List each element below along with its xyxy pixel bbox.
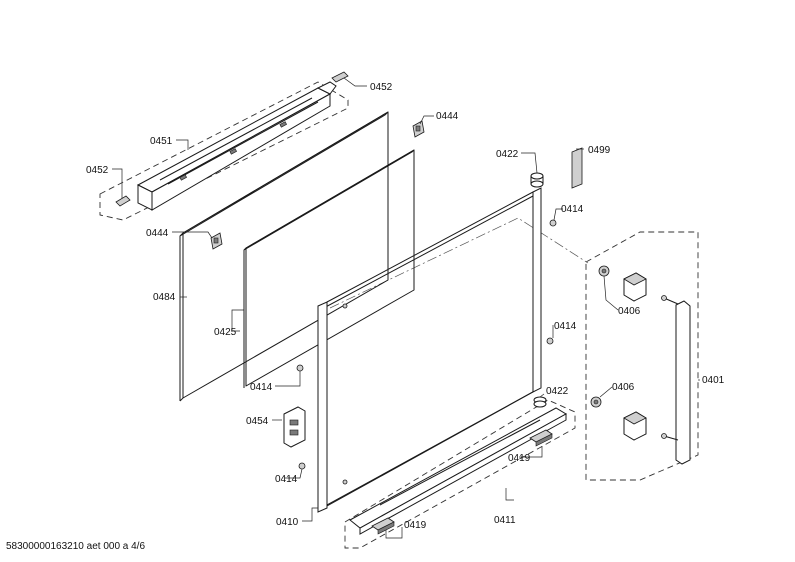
handle-mount-bottom — [623, 411, 647, 441]
callout-0414-mid-right: 0414 — [554, 321, 577, 332]
callout-0452-top: 0452 — [370, 82, 393, 93]
handle-group-outline — [585, 231, 699, 481]
bottom-trim-strip — [349, 407, 568, 535]
clip-0419-bottom — [371, 517, 395, 535]
spacer-0406-top — [598, 265, 610, 277]
glass-clip-right — [412, 120, 425, 138]
spacer-0406-bottom — [590, 396, 602, 408]
screw-mid-right — [546, 337, 554, 345]
callout-0419-right: 0419 — [508, 453, 531, 464]
hinge-top — [530, 172, 544, 188]
end-cap-top — [331, 71, 349, 83]
clip-0419-right — [529, 429, 553, 447]
callout-0414-top-right: 0414 — [561, 204, 584, 215]
door-handle — [661, 295, 691, 465]
top-strip-group-outline — [99, 81, 349, 221]
callout-0414-bottom: 0414 — [275, 474, 298, 485]
callout-0410: 0410 — [276, 517, 299, 528]
seal-strip — [571, 147, 583, 189]
handle-mount-top — [623, 272, 647, 302]
callout-0411: 0411 — [494, 515, 516, 526]
top-trim-strip — [136, 81, 337, 211]
callout-0454: 0454 — [246, 416, 269, 427]
callout-0444-left: 0444 — [146, 228, 169, 239]
bottom-strip-group-outline — [344, 399, 576, 549]
callout-0401: 0401 — [702, 375, 725, 386]
leader-lines — [112, 77, 700, 539]
callout-0452-left: 0452 — [86, 165, 109, 176]
hinge-bottom — [533, 396, 547, 408]
hinge-bracket — [283, 406, 306, 448]
screw-top-right — [549, 219, 557, 227]
glass-clip-left — [210, 232, 223, 250]
callout-0422-bottom: 0422 — [546, 386, 569, 397]
callout-0406-bottom: 0406 — [612, 382, 635, 393]
inner-glass-pane — [243, 149, 415, 388]
callout-0484: 0484 — [153, 292, 176, 303]
callout-0422-top: 0422 — [496, 149, 519, 160]
door-frame — [317, 187, 542, 513]
callout-0419-bottom: 0419 — [404, 520, 427, 531]
outer-glass-pane — [179, 111, 389, 402]
callout-0406-top: 0406 — [618, 306, 641, 317]
callout-0414-center: 0414 — [250, 382, 273, 393]
document-code: 58300000163210 aet 000 a 4/6 — [6, 541, 146, 552]
callout-0451: 0451 — [150, 136, 173, 147]
callout-0444-right: 0444 — [436, 111, 459, 122]
callout-0425: 0425 — [214, 327, 237, 338]
screw-center — [296, 364, 304, 372]
screw-bottom — [298, 462, 306, 470]
callout-0499: 0499 — [588, 145, 611, 156]
end-cap-left — [115, 195, 131, 207]
